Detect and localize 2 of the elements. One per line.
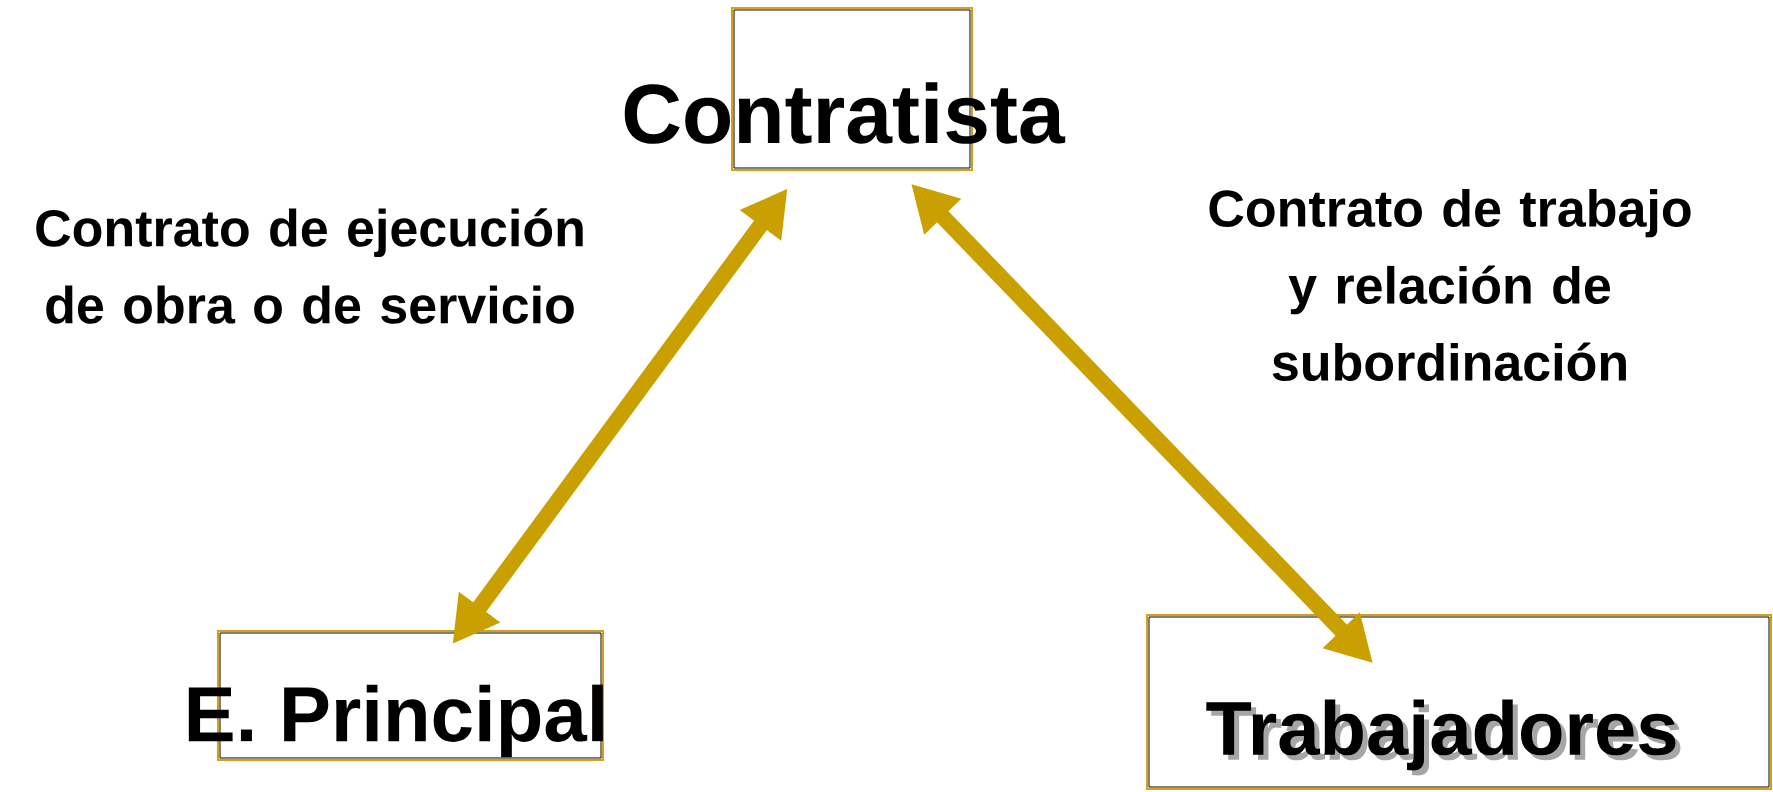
edge-label: Contrato de trabajo y relación de subordinación (1209, 188, 1691, 382)
edge-label: Contrato de ejecución de obra o de servicio (36, 208, 583, 324)
